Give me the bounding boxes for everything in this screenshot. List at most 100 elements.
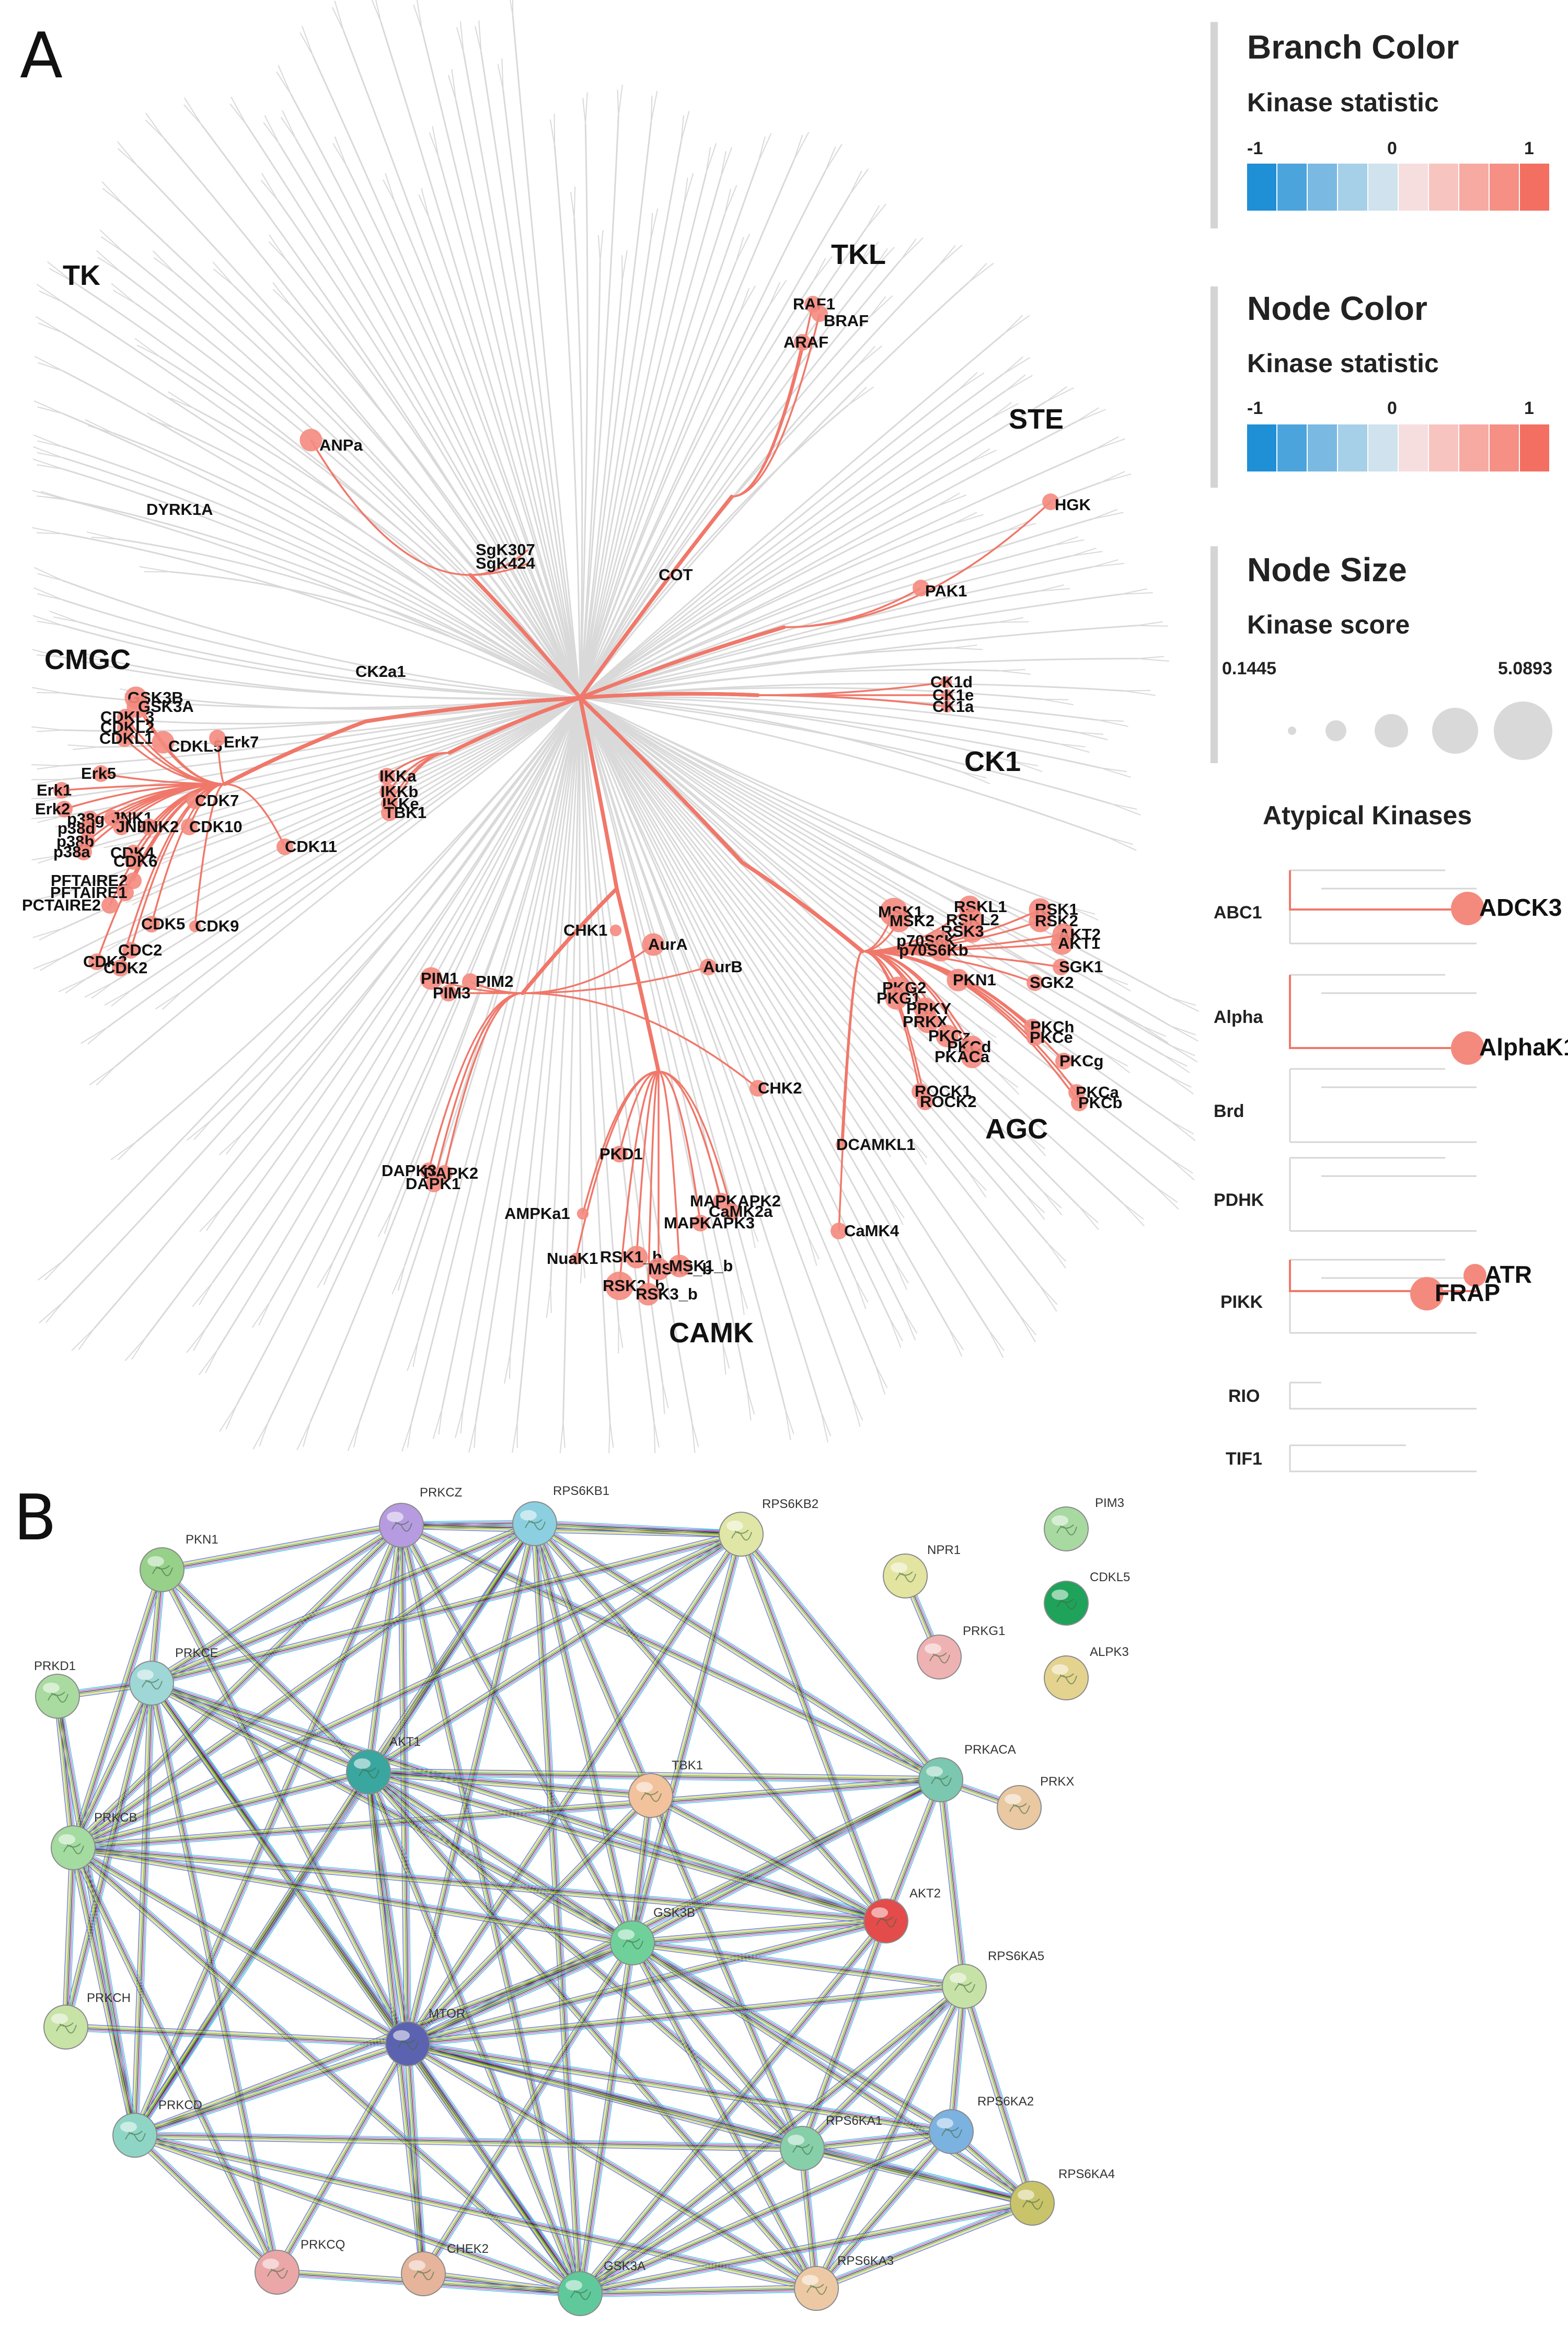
gray-twig	[874, 1364, 886, 1395]
gray-twig	[460, 1407, 464, 1434]
kinase-dot	[941, 700, 953, 713]
edge-strand	[582, 1923, 889, 2296]
edge-strand	[402, 1522, 943, 1777]
edge-strand	[633, 1782, 943, 1947]
gray-twig	[847, 386, 867, 406]
edge-strand	[73, 1770, 368, 1848]
gray-twig	[1069, 906, 1096, 915]
gray-twig	[86, 531, 118, 540]
gray-branch	[122, 203, 581, 698]
gray-twig	[757, 133, 772, 163]
gray-twig	[145, 112, 165, 139]
edge-strand	[161, 1570, 408, 2044]
edge-strand	[65, 2029, 408, 2046]
gray-twig	[681, 111, 690, 142]
gray-branch	[194, 408, 581, 699]
kinase-label: SgK307	[476, 540, 535, 559]
gray-branch	[579, 697, 611, 1422]
kinase-node-cdk9: CDK9	[189, 917, 239, 935]
gray-twig	[33, 587, 63, 601]
gray-twig	[36, 316, 63, 333]
edge-tbk1-mtor	[405, 1792, 654, 2047]
network-node-highlight	[1052, 1515, 1068, 1526]
edge-rps6kb1-prkcb	[71, 1521, 537, 1851]
red-branch-araf	[731, 342, 803, 498]
gray-twig	[961, 771, 987, 779]
gray-twig	[31, 815, 63, 820]
network-node-label: GSK3B	[653, 1906, 695, 1920]
edge-strand	[632, 1919, 886, 1943]
edge-prkcb-mtor	[71, 1844, 410, 2047]
edge-strand	[535, 1522, 742, 1534]
edge-strand	[631, 1943, 1032, 2204]
gray-branch	[579, 193, 851, 698]
edge-akt1-akt2	[367, 1768, 887, 1925]
edge-strand	[158, 1571, 405, 2046]
edge-strand	[370, 1771, 426, 2274]
edge-strand	[151, 1530, 741, 1681]
protein-structure-icon	[525, 1519, 546, 1530]
gray-branch	[480, 51, 581, 698]
gray-twig	[903, 1310, 916, 1341]
gray-branch	[580, 530, 1006, 699]
gray-twig	[812, 256, 833, 282]
gray-twig	[199, 1282, 213, 1306]
gray-twig	[88, 425, 113, 434]
gray-twig	[192, 1282, 213, 1307]
gray-twig	[1042, 1190, 1063, 1216]
edge-strand	[581, 2206, 1033, 2298]
edge-strand	[73, 1846, 886, 1921]
gray-twig	[155, 853, 186, 862]
gray-branch	[136, 165, 581, 698]
edge-strand	[152, 1524, 535, 1684]
kinase-dot	[101, 897, 118, 914]
kinase-label: MSK1_b	[669, 1257, 733, 1275]
edge-strand	[369, 1768, 887, 1918]
kinase-node-ampka1: AMPKa1	[504, 1204, 589, 1223]
gray-branch	[579, 697, 619, 1322]
gray-branch	[580, 566, 1093, 699]
gray-branch	[579, 697, 1041, 1286]
scale-swatch	[1399, 164, 1428, 211]
gray-twig	[961, 771, 990, 785]
edge-strand	[631, 1943, 816, 2289]
gray-twig	[691, 1421, 699, 1447]
gray-branch	[580, 697, 1105, 1055]
edge-strand	[66, 2024, 408, 2042]
atypical-branch	[1289, 1444, 1477, 1472]
protein-structure-icon	[267, 2268, 288, 2279]
edge-strand	[406, 2044, 579, 2295]
node-size-min: 0.1445	[1222, 659, 1276, 678]
gray-twig	[432, 126, 439, 157]
edge-strand	[407, 2045, 802, 2151]
gray-twig	[49, 611, 79, 623]
gray-branch	[579, 697, 1020, 1316]
gray-branch	[580, 523, 954, 699]
gray-twig	[37, 654, 63, 658]
kinase-dot	[420, 967, 443, 990]
gray-twig	[1101, 473, 1132, 483]
gray-twig	[37, 593, 63, 601]
red-branch-nuak1	[575, 1071, 659, 1259]
edge-strand	[580, 2203, 1033, 2295]
gray-twig	[849, 168, 869, 195]
edge-akt1-prkcb	[72, 1768, 370, 1852]
edge-strand	[804, 2148, 819, 2288]
edge-strand	[410, 2041, 584, 2292]
gray-twig	[198, 1349, 218, 1375]
edge-strand	[53, 1696, 71, 1848]
edge-strand	[408, 2043, 817, 2288]
gray-branch	[562, 697, 581, 1422]
gray-branch	[579, 697, 655, 1422]
gray-twig	[889, 1318, 903, 1341]
gray-twig	[152, 250, 176, 274]
network-node-label: PRKCE	[175, 1646, 218, 1660]
size-circle-5	[1494, 701, 1552, 760]
protein-structure-icon	[48, 1691, 68, 1703]
edge-strand	[816, 2202, 1032, 2288]
edge-strand	[632, 1942, 817, 2288]
kinase-label: NuaK1	[547, 1249, 598, 1268]
network-node-akt2: AKT2	[863, 1886, 941, 1943]
edge-strand	[802, 2127, 951, 2146]
